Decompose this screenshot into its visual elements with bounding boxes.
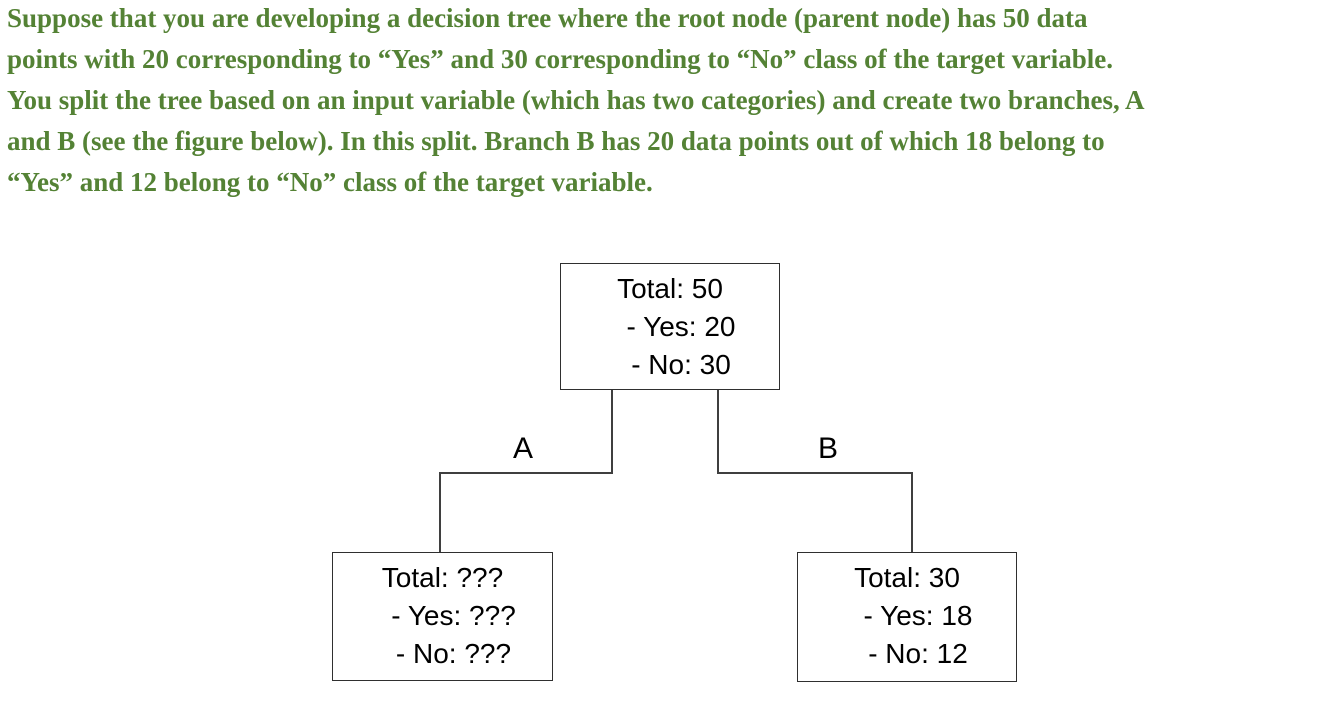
branch-b-node-yes: - Yes: 18 — [863, 600, 973, 631]
branch-b-label: B — [817, 432, 838, 465]
root-node-no: - No: 30 — [631, 349, 731, 380]
branch-a-label: A — [512, 432, 533, 465]
question-line-1: Suppose that you are developing a decisi… — [7, 3, 1088, 33]
connector-branch-b-horizontal — [717, 472, 912, 474]
connector-branch-b-to-right-node — [911, 472, 913, 553]
connector-root-to-branch-b — [717, 390, 719, 473]
connector-root-to-branch-a — [611, 390, 613, 473]
branch-b-node-no: - No: 12 — [868, 638, 968, 669]
branch-b-node-box: Total: 30 - Yes: 18 - No: 12 — [797, 552, 1017, 682]
question-line-5: “Yes” and 12 belong to “No” class of the… — [7, 167, 653, 197]
connector-branch-a-horizontal — [439, 472, 613, 474]
branch-a-node-total: Total: ??? — [381, 562, 504, 593]
root-node-total: Total: 50 — [617, 273, 723, 304]
branch-a-node-box: Total: ??? - Yes: ??? - No: ??? — [332, 552, 553, 681]
root-node-yes: - Yes: 20 — [626, 311, 736, 342]
branch-a-node-yes: - Yes: ??? — [391, 600, 516, 631]
question-text: Suppose that you are developing a decisi… — [7, 0, 1145, 203]
root-node-box: Total: 50 - Yes: 20 - No: 30 — [560, 263, 780, 390]
branch-a-node-no: - No: ??? — [395, 638, 512, 669]
question-line-4: and B (see the figure below). In this sp… — [7, 126, 1105, 156]
branch-b-node-total: Total: 30 — [854, 562, 960, 593]
question-line-2: points with 20 corresponding to “Yes” an… — [7, 44, 1114, 74]
connector-branch-a-to-left-node — [439, 472, 441, 553]
question-line-3: You split the tree based on an input var… — [7, 85, 1145, 115]
